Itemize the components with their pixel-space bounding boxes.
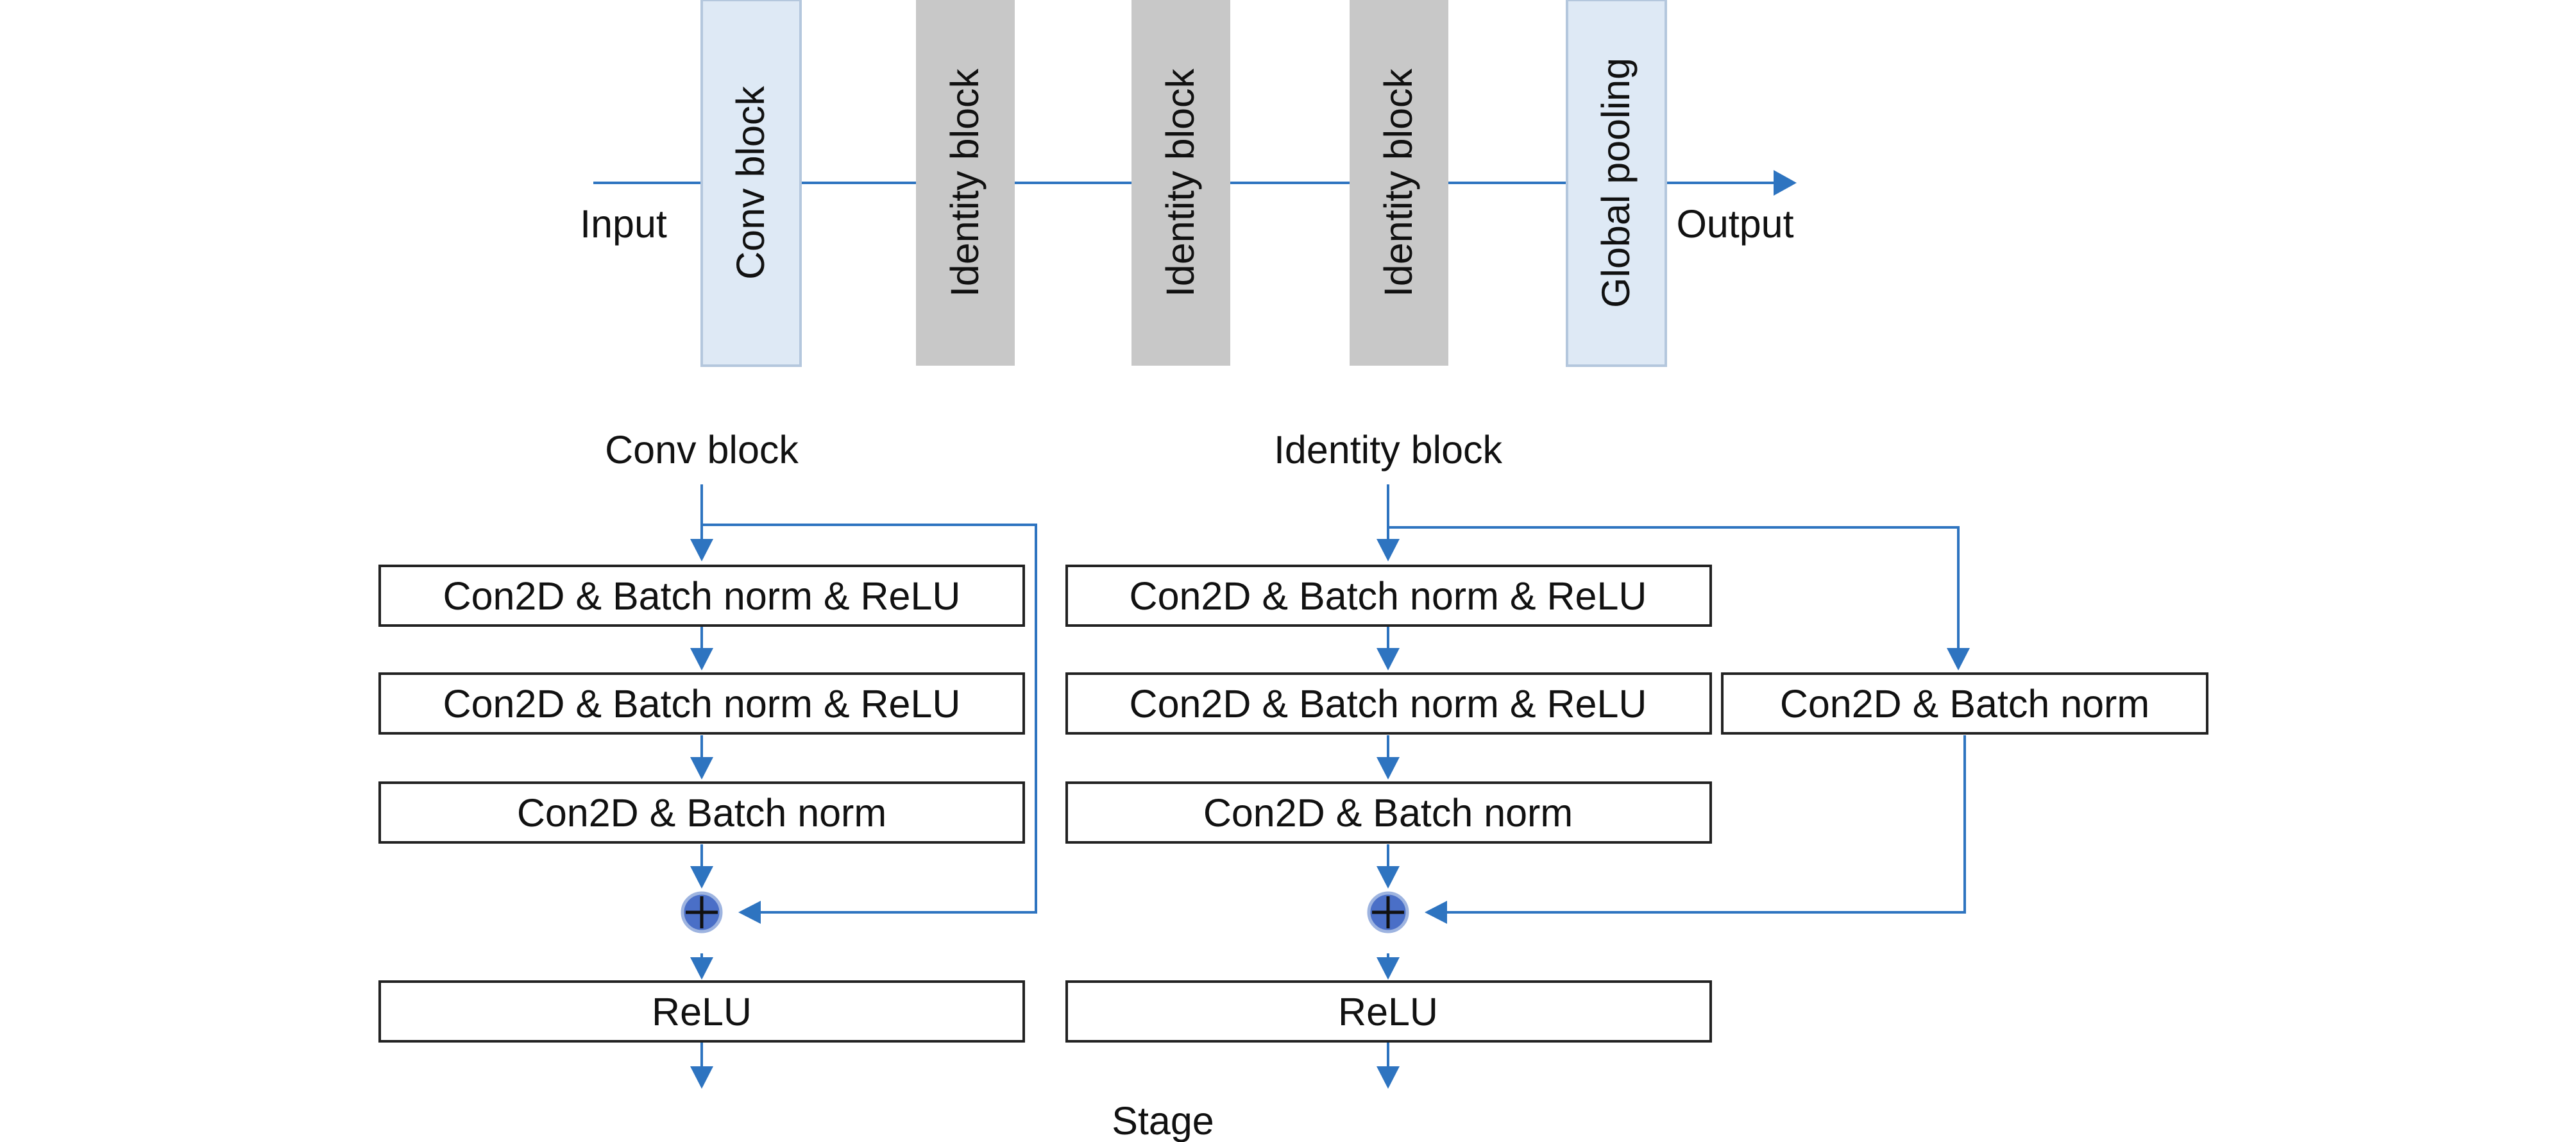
identity-relu-box: ReLU [1065,980,1712,1043]
identity-arrowhead-layer3 [1377,757,1400,780]
conv-block-title: Conv block [605,428,799,472]
pipeline-block-identity: Identity block [1131,0,1230,366]
conv-arrowhead-add [690,866,713,889]
identity-layer-box: Con2D & Batch norm [1065,781,1712,844]
conv-arrowhead-layer3 [690,757,713,780]
identity-arrowhead-add [1377,866,1400,889]
conv-arrowhead-layer2 [690,648,713,670]
identity-block-title: Identity block [1274,428,1503,472]
identity-layer-label: Con2D & Batch norm & ReLU [1130,682,1647,726]
identity-relu-label: ReLU [1338,990,1438,1034]
identity-shortcut-label: Con2D & Batch norm [1780,682,2149,726]
output-label: Output [1676,202,1793,246]
conv-layer-label: Con2D & Batch norm [517,791,886,835]
identity-layer-label: Con2D & Batch norm & ReLU [1130,574,1647,618]
identity-add-node [1367,891,1409,933]
conv-connectors [700,484,1037,1066]
identity-arrowhead-layer1 [1377,539,1400,561]
pipeline-block-identity: Identity block [1350,0,1448,366]
stage-caption: Stage [1112,1099,1214,1142]
pipeline-block-pooling: Global pooling [1566,0,1667,367]
conv-relu-box: ReLU [378,980,1025,1043]
conv-layer-label: Con2D & Batch norm & ReLU [443,574,961,618]
conv-arrowhead-layer1 [690,539,713,561]
identity-shortcut-box: Con2D & Batch norm [1721,672,2208,735]
identity-arrowhead-relu [1377,957,1400,980]
identity-layer-box: Con2D & Batch norm & ReLU [1065,672,1712,735]
pipeline-block-label: Identity block [1377,68,1420,297]
identity-branch-line [1388,526,1960,654]
conv-relu-label: ReLU [652,990,752,1034]
identity-arrowhead-layer2 [1377,648,1400,670]
conv-add-node [681,891,723,933]
pipeline-block-identity: Identity block [916,0,1015,366]
identity-arrowhead-exit [1377,1066,1400,1089]
pipeline-block-label: Identity block [1158,68,1202,297]
conv-skip-line [702,524,1037,914]
output-arrowhead [1774,170,1797,196]
conv-layer-box: Con2D & Batch norm [378,781,1025,844]
conv-layer-label: Con2D & Batch norm & ReLU [443,682,961,726]
identity-shortcut-return-line [1447,735,1966,914]
conv-arrowhead-skip [738,901,761,924]
pipeline-block-label: Conv block [729,86,772,280]
pipeline-block-conv: Conv block [700,0,802,367]
conv-layer-box: Con2D & Batch norm & ReLU [378,672,1025,735]
pipeline-block-label: Global pooling [1594,58,1638,308]
identity-arrowhead-shortcut [1947,648,1970,670]
conv-arrowhead-relu [690,957,713,980]
identity-arrowhead-skip [1425,901,1447,924]
identity-layer-box: Con2D & Batch norm & ReLU [1065,565,1712,627]
conv-arrowhead-exit [690,1066,713,1089]
pipeline-block-label: Identity block [943,68,987,297]
input-label: Input [580,202,667,246]
conv-layer-box: Con2D & Batch norm & ReLU [378,565,1025,627]
identity-layer-label: Con2D & Batch norm [1203,791,1573,835]
